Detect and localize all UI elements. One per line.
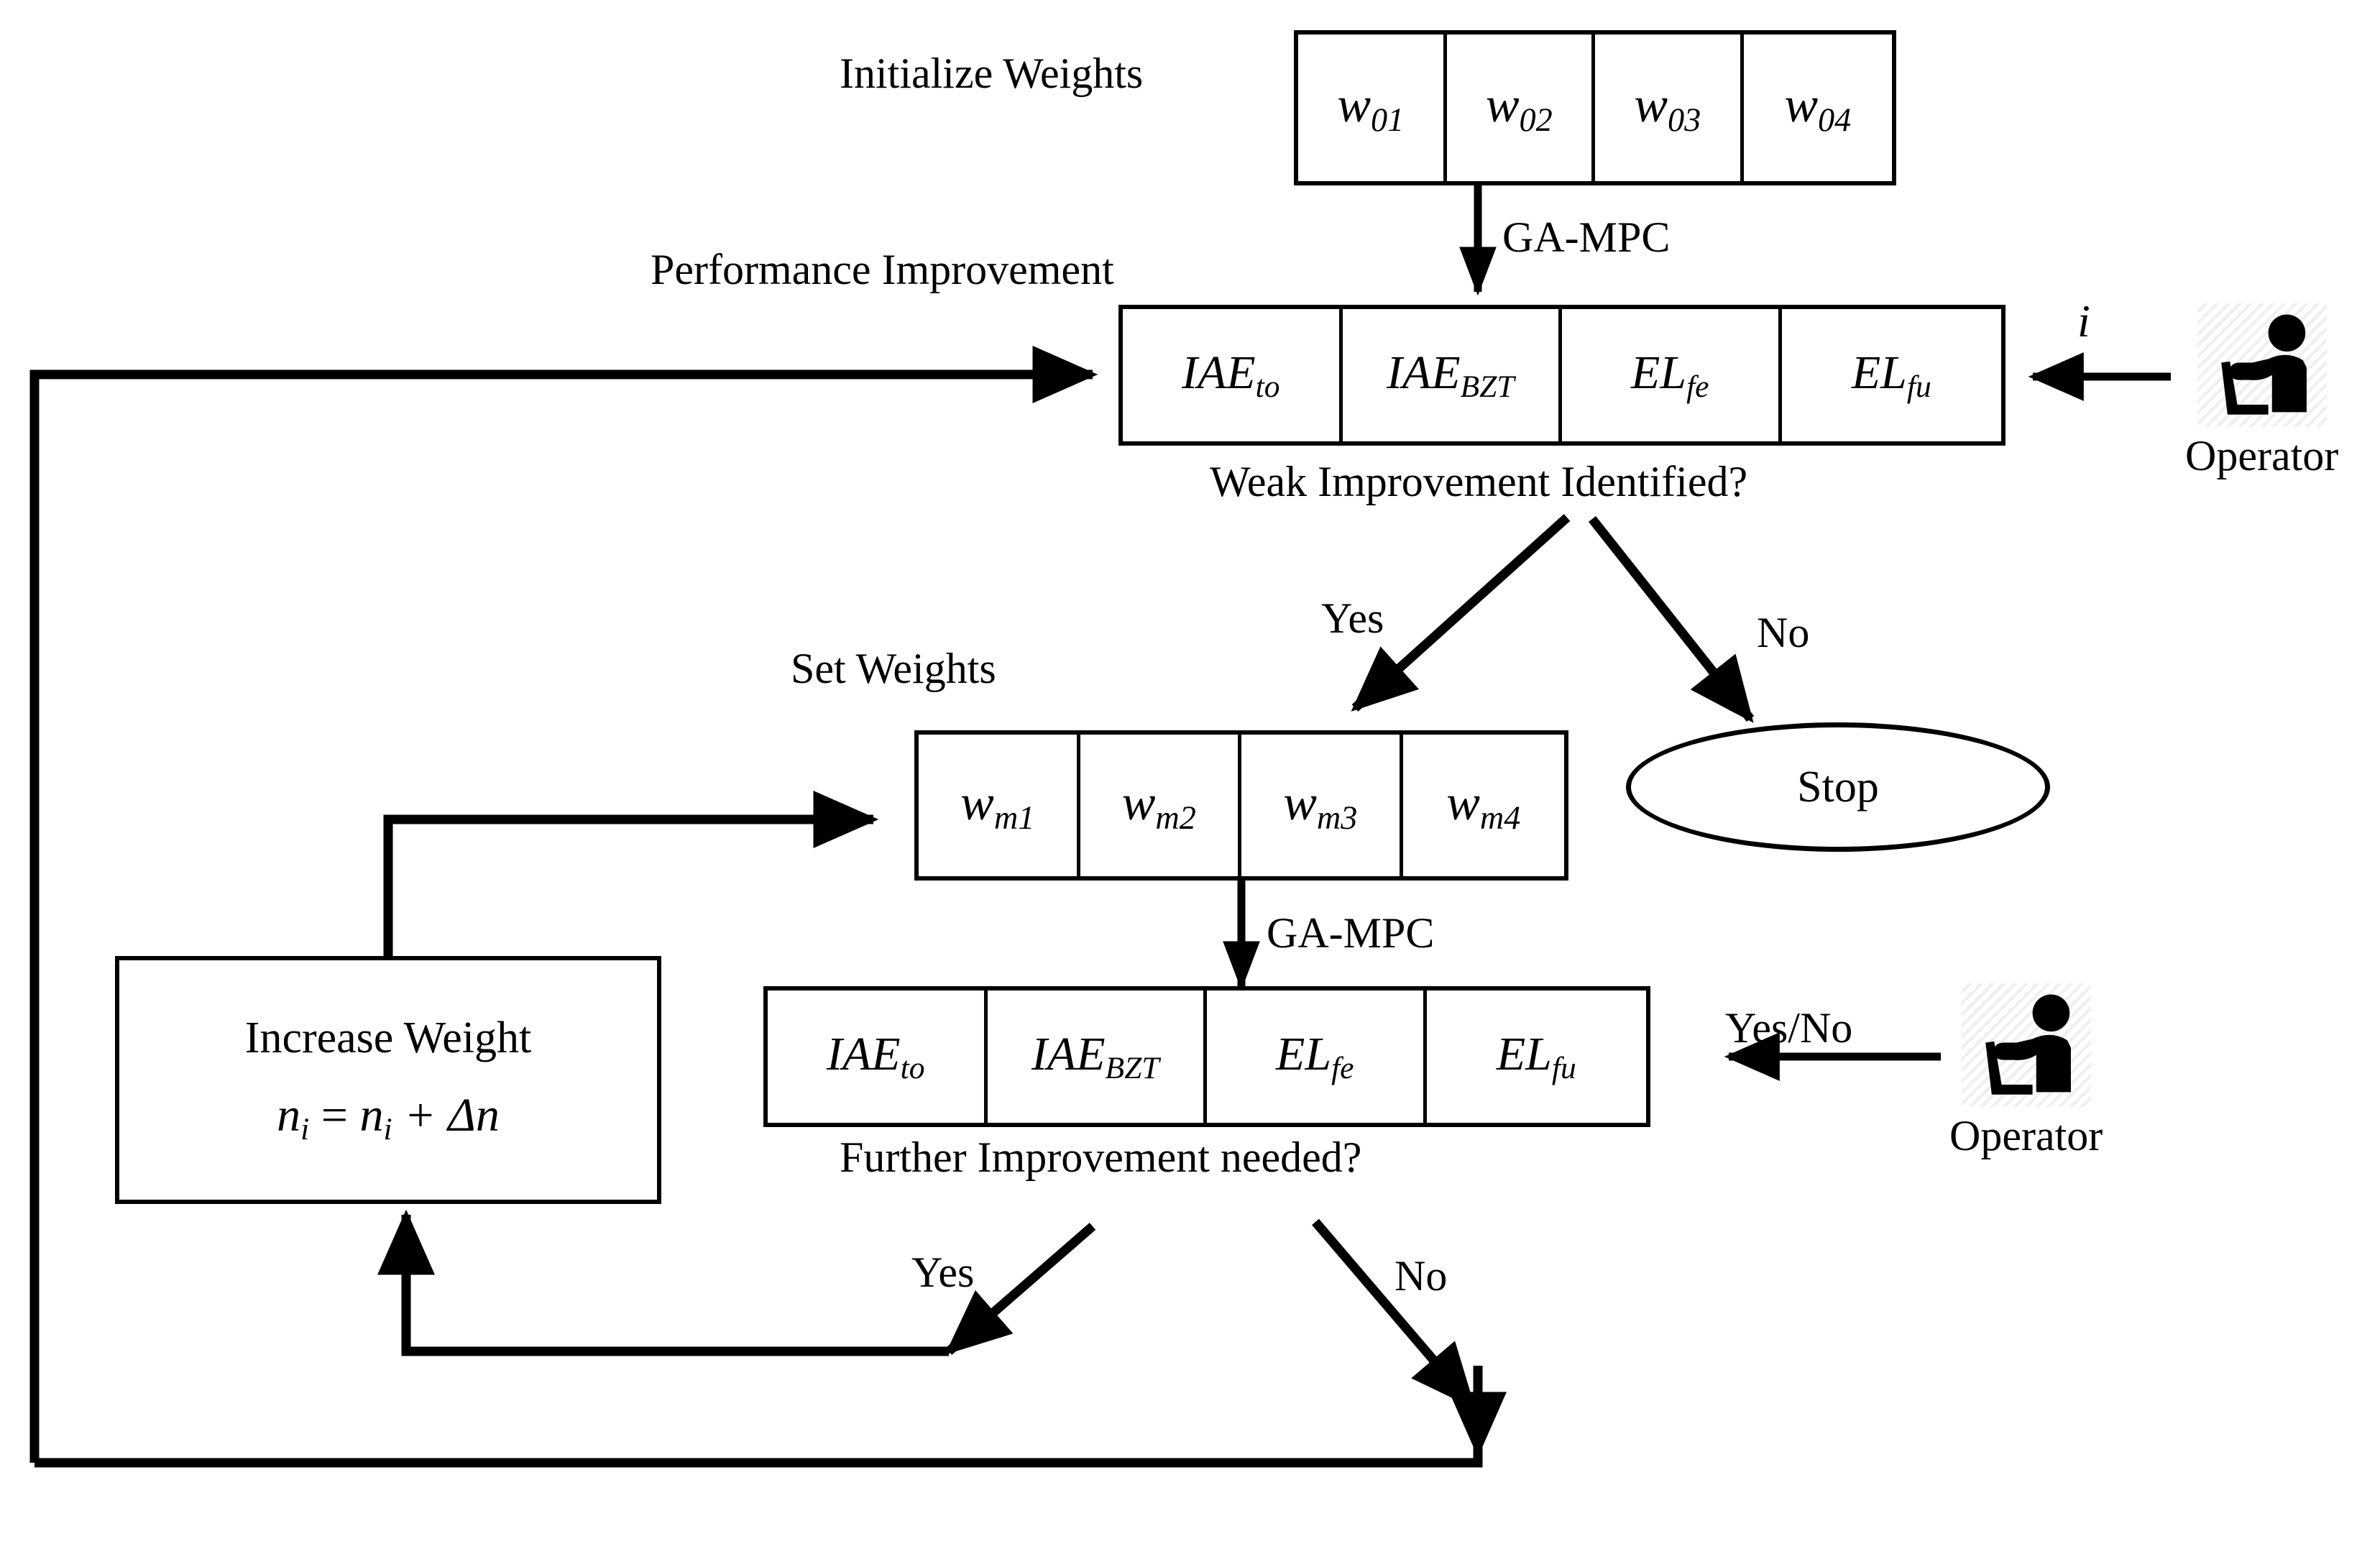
loop-bottom-rail (35, 1409, 1483, 1468)
label-yes-no: Yes/No (1725, 1004, 1853, 1052)
label-no-bottom: No (1395, 1252, 1448, 1300)
cell-sub: fe (1686, 369, 1709, 405)
arrow-weak-yes (1351, 514, 1571, 712)
cell-sub: 03 (1668, 101, 1701, 138)
cell-sub: m1 (993, 799, 1035, 836)
cell-iae-bzt-bottom[interactable]: IAEBZT (987, 990, 1208, 1123)
cell-sub: m3 (1316, 799, 1358, 836)
increase-weight-title: Increase Weight (244, 1013, 532, 1062)
cell-base: w (1485, 78, 1520, 134)
cell-w04[interactable]: w04 (1743, 35, 1892, 181)
label-iteration-index: i (2077, 295, 2090, 346)
operator-2: Operator (1949, 983, 2103, 1161)
arrow-performance-improvement-feedback (29, 345, 1098, 1463)
operator-icon-svg (1985, 994, 2071, 1095)
cell-sub: m4 (1479, 799, 1521, 836)
label-yes-top: Yes (1321, 594, 1384, 642)
cell-wm2[interactable]: wm2 (1080, 735, 1242, 876)
cell-base: w (1784, 78, 1819, 134)
cell-el-fe-top[interactable]: ELfe (1562, 309, 1782, 441)
cell-sub: BZT (1105, 1051, 1159, 1086)
cell-base: w (960, 775, 994, 831)
label-initialize-weights: Initialize Weights (840, 50, 1144, 97)
cell-sub: fe (1331, 1051, 1354, 1086)
cell-sub: fu (1551, 1051, 1576, 1086)
arrow-weak-no (1588, 515, 1755, 723)
operator-icon-svg (2220, 314, 2307, 415)
metrics-row-bottom: IAEto IAEBZT ELfe ELfu (763, 986, 1650, 1127)
set-weights-row: wm1 wm2 wm3 wm4 (914, 730, 1568, 881)
cell-base: w (1121, 775, 1156, 831)
cell-wm1[interactable]: wm1 (919, 735, 1080, 876)
cell-base: EL (1496, 1027, 1552, 1080)
cell-sub: m2 (1155, 799, 1196, 836)
stop-node[interactable]: Stop (1626, 722, 2050, 852)
cell-w01[interactable]: w01 (1298, 35, 1447, 181)
label-ga-mpc-top: GA-MPC (1502, 213, 1671, 261)
cell-base: w (1446, 775, 1480, 831)
label-performance-improvement: Performance Improvement (651, 246, 1114, 293)
metrics-row-top: IAEto IAEBZT ELfe ELfu (1118, 305, 2005, 446)
label-weak-improvement-identified: Weak Improvement Identified? (1210, 458, 1748, 505)
cell-w02[interactable]: w02 (1446, 35, 1596, 181)
cell-sub: to (900, 1051, 925, 1086)
initial-weights-row: w01 w02 w03 w04 (1294, 30, 1896, 185)
cell-iae-to-top[interactable]: IAEto (1123, 309, 1343, 441)
cell-base: w (1634, 78, 1668, 134)
label-yes-bottom: Yes (911, 1249, 975, 1296)
label-no-top: No (1757, 609, 1810, 656)
label-further-improvement-needed: Further Improvement needed? (840, 1134, 1362, 1181)
operator-2-caption: Operator (1949, 1112, 2103, 1159)
cell-base: w (1283, 775, 1317, 831)
operator-1: Operator (2185, 303, 2338, 481)
cell-base: w (1337, 78, 1372, 134)
cell-base: EL (1631, 346, 1687, 399)
cell-sub: to (1255, 369, 1280, 405)
cell-base: EL (1276, 1027, 1332, 1080)
increase-weight-box[interactable]: Increase Weight ni = ni + Δn (115, 956, 661, 1204)
cell-base: IAE (1031, 1027, 1106, 1080)
cell-sub: BZT (1460, 369, 1515, 405)
cell-el-fu-bottom[interactable]: ELfu (1426, 990, 1647, 1123)
cell-base: EL (1851, 346, 1907, 399)
cell-wm3[interactable]: wm3 (1241, 735, 1403, 876)
cell-sub: fu (1906, 369, 1931, 405)
operator-at-desk-icon (2197, 303, 2327, 427)
cell-sub: 01 (1371, 101, 1405, 138)
cell-base: IAE (1386, 346, 1461, 399)
arrow-further-no (1312, 1218, 1476, 1410)
cell-el-fe-bottom[interactable]: ELfe (1207, 990, 1427, 1123)
stop-label: Stop (1797, 762, 1879, 812)
label-ga-mpc-mid: GA-MPC (1267, 909, 1435, 957)
cell-base: IAE (1182, 346, 1256, 399)
operator-1-caption: Operator (2185, 432, 2339, 479)
arrow-increaseweight-to-setweights (383, 790, 879, 956)
cell-iae-bzt-top[interactable]: IAEBZT (1342, 309, 1563, 441)
cell-wm4[interactable]: wm4 (1402, 735, 1564, 876)
cell-sub: 04 (1818, 101, 1852, 138)
cell-base: IAE (827, 1027, 901, 1080)
cell-sub: 02 (1519, 101, 1553, 138)
label-set-weights: Set Weights (791, 645, 996, 692)
operator-at-desk-icon (1961, 983, 2091, 1107)
cell-el-fu-top[interactable]: ELfu (1781, 309, 2002, 441)
arrow-further-yes (945, 1223, 1096, 1355)
cell-w03[interactable]: w03 (1595, 35, 1744, 181)
increase-weight-formula: ni = ni + Δn (277, 1088, 500, 1147)
cell-iae-to-bottom[interactable]: IAEto (768, 990, 988, 1123)
arrow-yes-rail-to-increaseweight (377, 1209, 949, 1356)
